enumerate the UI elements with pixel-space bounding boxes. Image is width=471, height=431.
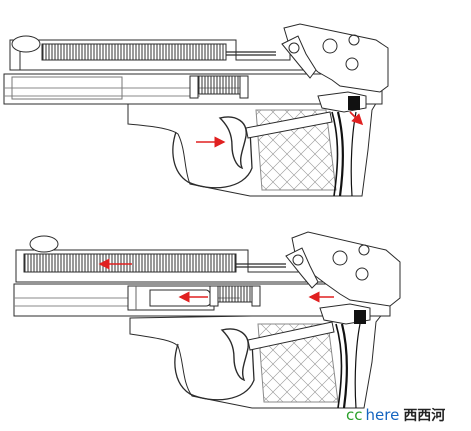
top-panel — [3, 23, 389, 197]
top-sear — [281, 35, 317, 79]
bottom-grip-frame — [129, 311, 386, 409]
top-trigger — [218, 116, 247, 170]
bottom-trigger-spring-block — [354, 310, 366, 324]
top-striker-spring — [41, 43, 227, 61]
top-barrel — [11, 76, 123, 100]
top-screw-3 — [345, 57, 359, 71]
bottom-trigger-bar — [247, 321, 335, 351]
top-screw-1 — [322, 38, 338, 54]
top-trigger-guard — [172, 129, 253, 189]
top-front-sight — [11, 35, 41, 53]
bottom-screw-1 — [332, 250, 348, 266]
top-recoil-spring — [193, 75, 247, 95]
bottom-panel — [13, 231, 401, 409]
top-grip-frame — [127, 99, 379, 197]
top-arrow-sear — [349, 111, 364, 126]
bottom-trigger-guard — [174, 341, 255, 401]
bottom-trigger — [220, 328, 249, 382]
bottom-sear — [285, 247, 319, 289]
bottom-screw-2 — [358, 244, 370, 256]
bottom-front-sight — [29, 235, 59, 253]
watermark-word: here — [365, 406, 400, 424]
bottom-striker-spring — [23, 253, 237, 273]
watermark-prefix: cc — [346, 406, 363, 424]
top-screw-2 — [348, 34, 360, 46]
top-mainspring — [336, 111, 344, 197]
bottom-recoil-spring — [213, 285, 255, 303]
bottom-screw-3 — [355, 267, 369, 281]
top-trigger-bar — [245, 111, 333, 139]
top-trigger-spring-block — [348, 96, 360, 110]
watermark-cn: 西西河 — [403, 408, 446, 424]
bottom-mainspring — [340, 323, 348, 409]
